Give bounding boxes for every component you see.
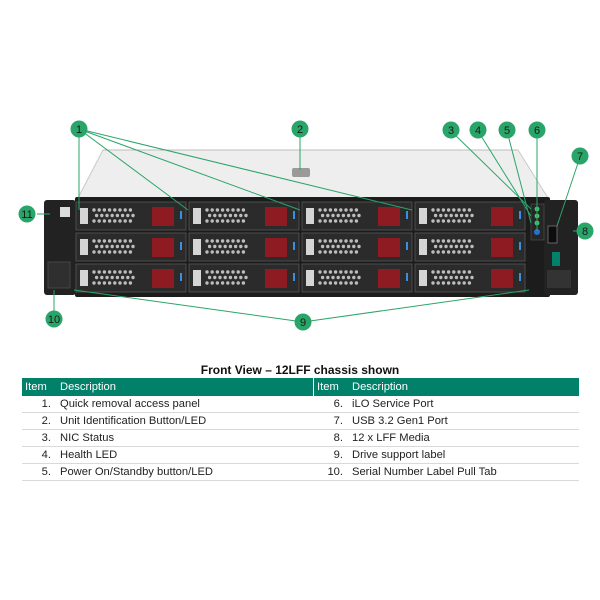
right-ear-label bbox=[547, 270, 571, 288]
lff-drive-bay bbox=[414, 263, 526, 293]
callout-number: 6 bbox=[534, 125, 540, 137]
item-number: 9. bbox=[313, 446, 349, 464]
header-item-left: Item bbox=[22, 378, 57, 396]
header-description-left: Description bbox=[57, 378, 314, 396]
drive-release-latch bbox=[378, 238, 400, 257]
right-ear-logo-strip bbox=[552, 252, 560, 266]
lff-drive-bay bbox=[301, 201, 413, 231]
callout-number: 1 bbox=[76, 124, 82, 136]
drive-release-latch bbox=[491, 207, 513, 226]
table-row: 2. Unit Identification Button/LED 7. USB… bbox=[22, 412, 579, 430]
item-description: Serial Number Label Pull Tab bbox=[349, 463, 579, 481]
callout-10: 10 bbox=[45, 310, 63, 328]
left-ear-uid-marker bbox=[60, 207, 70, 217]
item-description: Drive support label bbox=[349, 446, 579, 464]
item-description: NIC Status bbox=[57, 429, 314, 447]
lff-drive-bay bbox=[75, 201, 187, 231]
lff-drive-bay bbox=[414, 201, 526, 231]
drive-release-latch bbox=[265, 207, 287, 226]
lff-drive-bay bbox=[301, 232, 413, 262]
legend-table: Item Description Item Description 1. Qui… bbox=[22, 378, 579, 481]
item-number: 8. bbox=[313, 429, 349, 447]
item-description: Health LED bbox=[57, 446, 314, 464]
callout-number: 9 bbox=[300, 317, 306, 329]
item-number: 1. bbox=[22, 396, 57, 413]
callout-number: 5 bbox=[504, 125, 510, 137]
item-number: 7. bbox=[313, 412, 349, 430]
lff-drive-bays bbox=[75, 201, 526, 293]
table-row: 5. Power On/Standby button/LED 10. Seria… bbox=[22, 463, 579, 481]
drive-release-latch bbox=[378, 207, 400, 226]
callout-11: 11 bbox=[18, 205, 36, 223]
drive-release-latch bbox=[152, 269, 174, 288]
item-number: 10. bbox=[313, 463, 349, 481]
callout-number: 4 bbox=[475, 125, 481, 137]
item-description: USB 3.2 Gen1 Port bbox=[349, 412, 579, 430]
callout-8: 8 bbox=[576, 222, 594, 240]
callout-number: 3 bbox=[448, 125, 454, 137]
header-description-right: Description bbox=[349, 378, 579, 396]
item-number: 5. bbox=[22, 463, 57, 481]
callout-group: 1 2 3 4 5 6 7 8 9 10 11 bbox=[18, 120, 594, 331]
drive-release-latch bbox=[491, 238, 513, 257]
item-description: Power On/Standby button/LED bbox=[57, 463, 314, 481]
item-description: Unit Identification Button/LED bbox=[57, 412, 314, 430]
usb-port bbox=[547, 225, 558, 244]
lff-drive-bay bbox=[188, 201, 300, 231]
callout-6: 6 bbox=[528, 121, 546, 139]
table-row: 4. Health LED 9. Drive support label bbox=[22, 446, 579, 464]
item-number: 6. bbox=[313, 396, 349, 413]
item-description: 12 x LFF Media bbox=[349, 429, 579, 447]
callout-number: 2 bbox=[297, 124, 303, 136]
callout-number: 8 bbox=[582, 226, 588, 238]
drive-release-latch bbox=[152, 207, 174, 226]
callout-number: 11 bbox=[21, 209, 32, 221]
item-number: 4. bbox=[22, 446, 57, 464]
legend-header-row: Item Description Item Description bbox=[22, 378, 579, 396]
drive-release-latch bbox=[378, 269, 400, 288]
drive-release-latch bbox=[265, 269, 287, 288]
callout-number: 7 bbox=[577, 151, 583, 163]
serial-label-tab bbox=[47, 261, 71, 289]
callout-3: 3 bbox=[442, 121, 460, 139]
server-front-diagram: 1 2 3 4 5 6 7 8 9 10 11 bbox=[18, 120, 594, 331]
item-description: Quick removal access panel bbox=[57, 396, 314, 413]
callout-number: 10 bbox=[48, 314, 60, 326]
drive-release-latch bbox=[265, 238, 287, 257]
ilo-service-port bbox=[534, 229, 540, 235]
drive-release-latch bbox=[491, 269, 513, 288]
lff-drive-bay bbox=[75, 232, 187, 262]
callout-1: 1 bbox=[70, 120, 88, 138]
figure-caption: Front View – 12LFF chassis shown bbox=[200, 363, 400, 377]
lff-drive-bay bbox=[188, 232, 300, 262]
callout-4: 4 bbox=[469, 121, 487, 139]
lff-drive-bay bbox=[301, 263, 413, 293]
callout-9: 9 bbox=[294, 313, 312, 331]
item-description: iLO Service Port bbox=[349, 396, 579, 413]
item-number: 2. bbox=[22, 412, 57, 430]
lff-drive-bay bbox=[75, 263, 187, 293]
table-row: 3. NIC Status 8. 12 x LFF Media bbox=[22, 429, 579, 447]
item-number: 3. bbox=[22, 429, 57, 447]
lff-drive-bay bbox=[188, 263, 300, 293]
callout-5: 5 bbox=[498, 121, 516, 139]
callout-2: 2 bbox=[291, 120, 309, 138]
lff-drive-bay bbox=[414, 232, 526, 262]
access-panel-latch bbox=[292, 168, 310, 177]
callout-7: 7 bbox=[571, 147, 589, 165]
drive-release-latch bbox=[152, 238, 174, 257]
table-row: 1. Quick removal access panel 6. iLO Ser… bbox=[22, 396, 579, 413]
header-item-right: Item bbox=[313, 378, 349, 396]
